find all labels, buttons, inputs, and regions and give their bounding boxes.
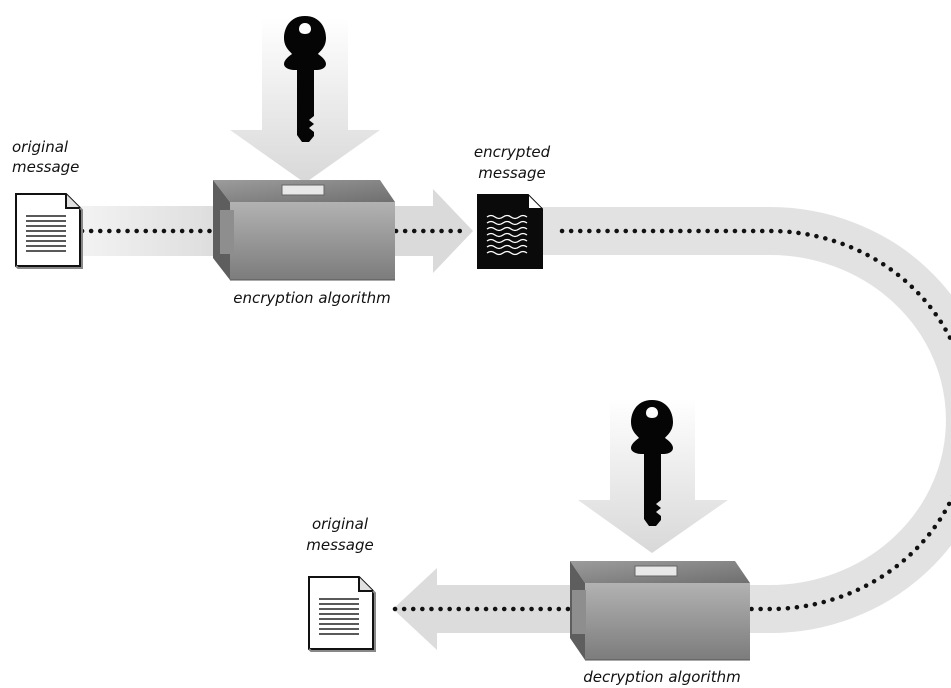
dotted-path [79,228,951,612]
original-message-label-top-line1: original [12,138,69,156]
encryption-algorithm-label: encryption algorithm [233,289,390,307]
box-front [585,583,750,660]
encrypted-message-label-line1: encrypted [474,143,551,161]
encrypted-message-label-line2: message [478,164,545,182]
decryption-algorithm-label: decryption algorithm [583,668,740,686]
key-icon [284,16,326,142]
curved-transit-band [540,207,951,633]
dotted-curve-line [559,228,951,612]
document-icon [308,576,376,652]
original-message-label-bottom-line1: original [312,515,369,533]
box-slot [281,184,325,196]
document-icon [15,193,83,269]
encrypted-document-icon [477,194,543,269]
key-icon [631,400,673,526]
decryption-key-group [578,398,728,553]
decryption-algorithm-box [570,561,750,661]
original-message-label-top-line2: message [12,158,79,176]
box-opening [220,210,234,254]
original-message-label-bottom-line2: message [306,536,373,554]
encryption-key-group [230,16,380,183]
encryption-algorithm-box [213,180,395,281]
box-slot [634,565,678,577]
box-opening [572,590,586,634]
box-front [230,202,395,280]
